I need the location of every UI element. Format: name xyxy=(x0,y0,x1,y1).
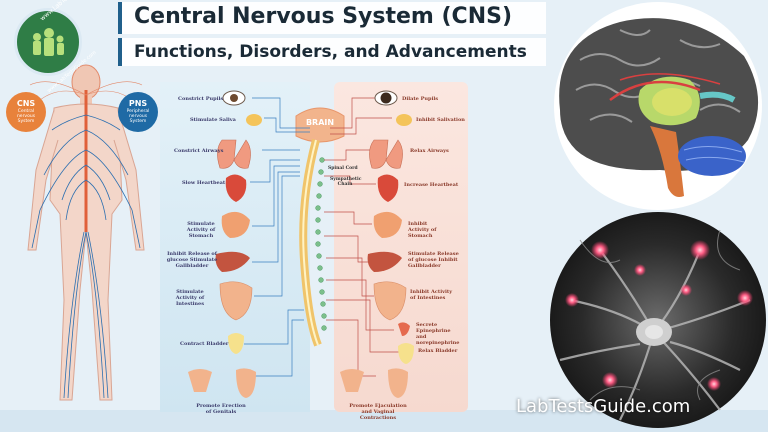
cns-badge-abbr: CNS xyxy=(16,99,36,108)
sympathetic-panel xyxy=(334,82,468,412)
label-release-glucose: Stimulate Release of glucose Inhibit Gal… xyxy=(408,251,459,269)
label-stimulate-saliva: Stimulate Saliva xyxy=(190,117,236,123)
subtitle-banner: Functions, Disorders, and Advancements xyxy=(118,38,546,66)
parasympathetic-panel xyxy=(160,82,310,412)
sympathetic-chain-label: Sympathetic Chain xyxy=(330,177,362,187)
label-increase-heartbeat: Increase Heartbeat xyxy=(404,182,459,188)
human-nervous-system-figure xyxy=(27,64,145,401)
label-relax-bladder: Relax Bladder xyxy=(418,348,458,354)
family-silhouette-icon xyxy=(33,28,64,56)
spinal-cord-label: Spinal Cord xyxy=(328,166,358,171)
pns-badge: PNS Peripheral nervous System xyxy=(118,92,158,132)
label-constrict-airways: Constrict Airways xyxy=(174,148,224,154)
label-stimulate-stomach: Stimulate Activity of Stomach xyxy=(186,221,216,239)
sympathetic-connectors xyxy=(324,97,400,377)
watermark-url: LabTestsGuide.com xyxy=(516,396,691,417)
pns-badge-text: Peripheral nervous System xyxy=(126,109,150,124)
labtestsguide-logo: www.LabTestsGuide.com www.LabTestsGuide.… xyxy=(14,0,100,94)
title-banner: Central Nervous System (CNS) xyxy=(118,2,546,34)
cns-badge-text: Central nervous System xyxy=(16,109,36,124)
neurons-illustration xyxy=(550,212,766,428)
parasympathetic-connectors xyxy=(244,97,310,377)
label-relax-airways: Relax Airways xyxy=(410,148,449,154)
label-stimulate-intestines: Stimulate Activity of Intestines xyxy=(175,289,205,307)
label-inhibit-salivation: Inhibit Salivation xyxy=(416,117,465,123)
page-subtitle: Functions, Disorders, and Advancements xyxy=(134,42,527,62)
label-secrete-epinephrine: Secrete Epinephrine and norepinephrine xyxy=(416,322,460,346)
label-promote-ejaculation: Promote Ejaculation and Vaginal Contract… xyxy=(349,403,407,421)
pns-badge-abbr: PNS xyxy=(128,99,148,108)
parasympathetic-organs xyxy=(188,90,262,398)
label-glucose-gallbladder: Inhibit Release of glucose Stimulate Gal… xyxy=(166,251,218,269)
sympathetic-organs xyxy=(340,90,414,398)
label-promote-erection: Promote Erection of Genitals xyxy=(196,403,246,415)
label-constrict-pupils: Constrict Pupils xyxy=(178,96,224,102)
label-slow-heartbeat: Slow Heartbeat xyxy=(182,180,226,186)
label-dilate-pupils: Dilate Pupils xyxy=(402,96,439,102)
page-title: Central Nervous System (CNS) xyxy=(134,4,513,29)
brain-illustration xyxy=(554,2,762,210)
label-inhibit-intestines: Inhibit Activity of Intestines xyxy=(410,289,453,301)
label-inhibit-stomach: Inhibit Activity of Stomach xyxy=(408,221,437,239)
label-contract-bladder: Contract Bladder xyxy=(180,341,229,347)
cns-badge: CNS Central nervous System xyxy=(6,92,46,132)
brain-label: BRAIN xyxy=(305,118,335,127)
spinal-cord-illustration xyxy=(295,107,345,347)
